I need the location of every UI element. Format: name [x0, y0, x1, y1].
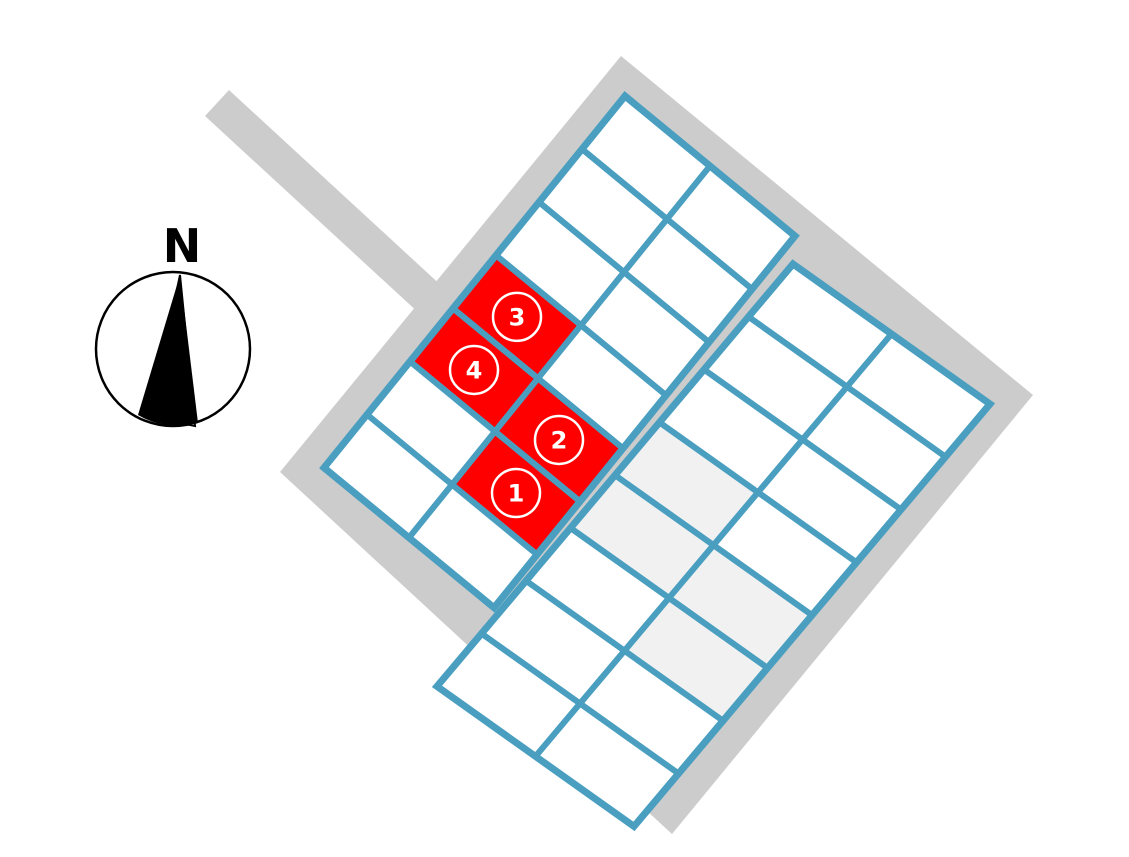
lot-number: 1 — [508, 480, 525, 508]
lot-badge-circle — [533, 414, 585, 466]
left-block-outline — [319, 91, 800, 613]
lot-labels-layer: 34 21 — [448, 291, 585, 519]
access-road — [205, 90, 445, 315]
lot-badge-circle — [448, 344, 500, 396]
lot-badge-circle — [491, 291, 543, 343]
lot-badge: 2 — [533, 414, 585, 466]
lot-badge-circle — [490, 467, 542, 519]
lot-badge: 4 — [448, 344, 500, 396]
lot-badge: 1 — [490, 467, 542, 519]
lot-badge: 3 — [491, 291, 543, 343]
compass-icon: N — [94, 219, 252, 428]
compass-north-label: N — [163, 219, 202, 273]
compass-needle-dark — [138, 275, 198, 426]
lot-number: 4 — [466, 356, 483, 384]
right-block-outline — [431, 259, 996, 832]
lots-layer — [319, 91, 996, 832]
lot-number: 2 — [551, 426, 568, 454]
lot-number: 3 — [509, 303, 526, 331]
